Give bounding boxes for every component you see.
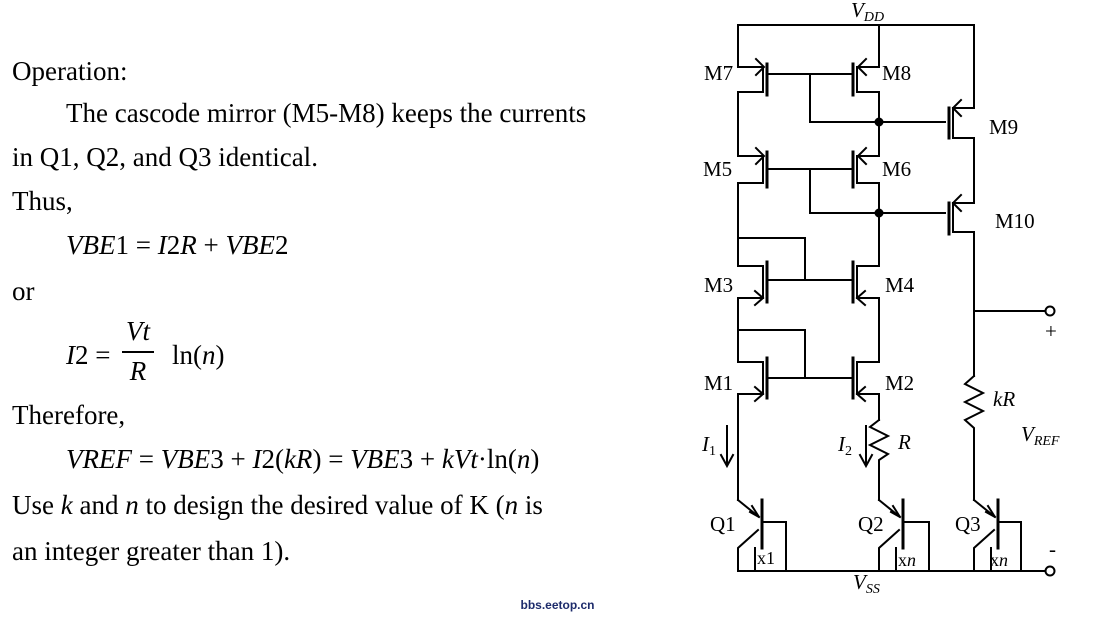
cascode-line-2: in Q1, Q2, and Q3 identical.: [12, 142, 318, 172]
label-m2: M2: [885, 371, 914, 395]
or-label: or: [12, 276, 35, 306]
label-m5: M5: [703, 157, 732, 181]
use-line-2: an integer greater than 1).: [12, 536, 291, 566]
resistor-kr: [962, 374, 986, 501]
fraction-numerator: Vt: [125, 316, 150, 346]
label-m3: M3: [704, 273, 733, 297]
current-arrow-i2: [858, 425, 874, 469]
transistor-m3: [737, 237, 806, 331]
label-xn-q3: xn: [990, 550, 1008, 570]
transistor-m8: [851, 57, 880, 97]
label-m4: M4: [885, 273, 915, 297]
transistor-m4: [851, 260, 880, 363]
transistor-m2: [851, 356, 880, 421]
label-m6: M6: [882, 157, 911, 181]
fraction-denominator: R: [129, 356, 147, 386]
transistor-q2: [877, 498, 930, 572]
label-m9: M9: [989, 115, 1018, 139]
equation-vbe1: VBE1 = I2R + VBE2: [66, 230, 289, 260]
gate-bus-m7-m8: [766, 73, 946, 157]
fraction-bar: [122, 351, 154, 353]
label-xn-q2: xn: [898, 550, 916, 570]
vdd-label: VDD: [851, 0, 884, 25]
transistor-m6: [851, 146, 880, 267]
label-i1: I1: [701, 432, 716, 459]
equation-vref: VREF = VBE3 + I2(kR) = VBE3 + kVt·ln(n): [66, 444, 540, 474]
operation-heading: Operation:: [12, 56, 128, 86]
label-q3: Q3: [955, 512, 981, 536]
label-r: R: [897, 430, 911, 454]
cascode-line-1: The cascode mirror (M5-M8) keeps the cur…: [66, 98, 587, 128]
label-vref: VREF: [1021, 422, 1060, 449]
label-q2: Q2: [858, 512, 884, 536]
transistor-m5: [737, 138, 769, 239]
transistor-m1: [737, 329, 806, 501]
output-node: [973, 305, 1056, 317]
gate-bus-m5-m6: [766, 168, 946, 218]
transistor-q3: [972, 498, 1022, 572]
label-x1: x1: [757, 548, 775, 568]
use-line-1: Use k and n to design the desired value …: [12, 490, 543, 520]
therefore-label: Therefore,: [12, 400, 126, 430]
vdd-rail: [737, 24, 975, 109]
current-arrow-i1: [719, 425, 735, 469]
label-kr: kR: [993, 387, 1015, 411]
label-i2: I2: [837, 432, 852, 459]
label-q1: Q1: [710, 512, 736, 536]
label-plus: +: [1045, 319, 1057, 343]
vss-rail: [737, 565, 1056, 577]
label-m7: M7: [704, 61, 733, 85]
transistor-m7: [737, 57, 769, 140]
transistor-q1: [736, 498, 787, 572]
label-m1: M1: [704, 371, 733, 395]
transistor-m9: [947, 98, 975, 204]
label-m8: M8: [882, 61, 911, 85]
label-m10: M10: [995, 209, 1035, 233]
vss-label: VSS: [853, 570, 880, 597]
transistor-m10: [947, 193, 975, 377]
watermark: bbs.eetop.cn: [520, 598, 595, 612]
resistor-r: [867, 418, 891, 501]
thus-label: Thus,: [12, 186, 73, 216]
label-minus: -: [1049, 537, 1056, 561]
